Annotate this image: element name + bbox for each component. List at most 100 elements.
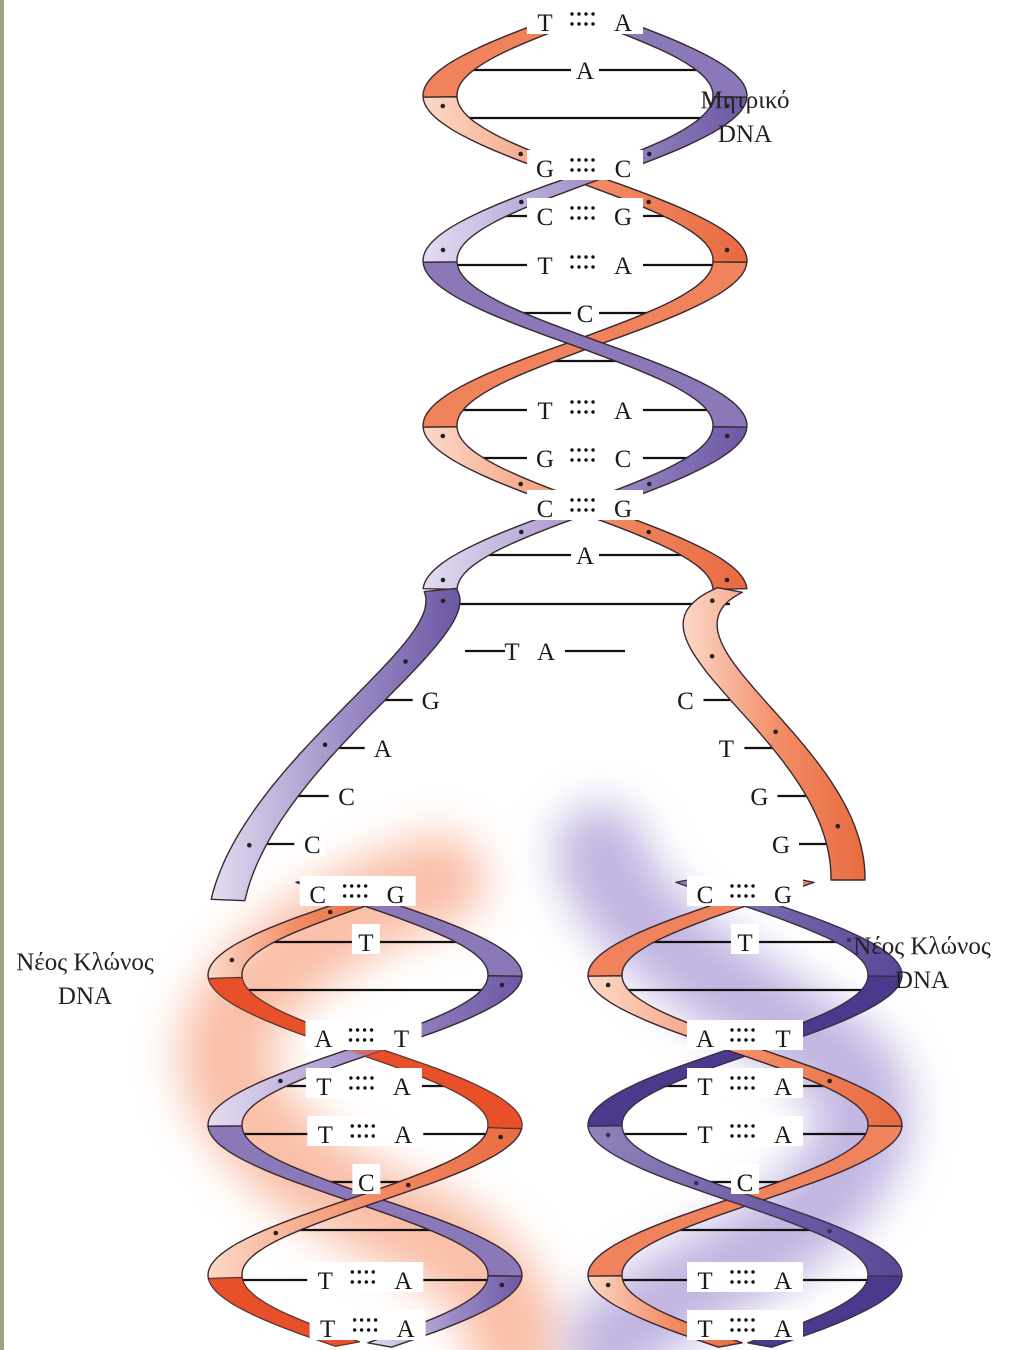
hydrogen-bond-dot [371, 1270, 376, 1274]
hydrogen-bond-dot [349, 894, 354, 898]
base-letter: T [316, 1074, 331, 1101]
base-letter: C [304, 832, 321, 859]
label-backdrop [746, 778, 773, 808]
label-backdrop [369, 730, 396, 760]
hydrogen-bond-dot [591, 158, 595, 162]
hydrogen-bond-dot [591, 265, 595, 269]
hydrogen-bond-dot [730, 1318, 734, 1322]
hydrogen-bond-dot [362, 1038, 367, 1042]
label-backdrop [767, 826, 794, 856]
hydrogen-bond-dot [577, 400, 581, 404]
phosphate-dot [499, 1282, 505, 1288]
phosphate-dot [440, 247, 446, 253]
new-left-label-line1: Νέος Κλώνος [16, 949, 154, 976]
hydrogen-bond-dot [577, 22, 581, 26]
hydrogen-bond-dot [591, 216, 595, 220]
right-lower-orange-strand-segment [587, 975, 903, 1127]
base-letter: T [697, 1316, 712, 1343]
base-letter: T [697, 1122, 712, 1149]
parent-label-line2: DNA [717, 121, 773, 148]
hydrogen-bond-dot [751, 1086, 755, 1090]
phosphate-dot [247, 842, 252, 848]
hydrogen-bond-dot [744, 1076, 748, 1080]
base-letter: T [697, 1268, 712, 1295]
hydrogen-bond-dot [364, 1134, 368, 1138]
label-backdrop [527, 247, 643, 277]
base-letter: A [774, 1074, 792, 1101]
phosphate-dot [724, 433, 730, 439]
base-letter: A [774, 1122, 792, 1149]
new-right-label-line2: DNA [894, 967, 950, 994]
hydrogen-bond-dot [373, 1328, 378, 1332]
hydrogen-bond-dot [364, 1124, 368, 1128]
phosphate-dot [518, 481, 523, 487]
hydrogen-bond-dot [584, 22, 588, 26]
phosphate-dot [646, 199, 651, 205]
label-backdrop [687, 1116, 803, 1146]
hydrogen-bond-dot [355, 1038, 360, 1042]
hydrogen-bond-dot [591, 22, 595, 26]
phosphate-dot [835, 823, 841, 829]
hydrogen-bond-dot [591, 508, 595, 512]
hydrogen-bond-dot [348, 1038, 353, 1042]
phosphate-dot [647, 481, 652, 487]
hydrogen-bond-dot [350, 1280, 355, 1284]
hydrogen-bond-dot [737, 1328, 741, 1332]
hydrogen-bond-dot [584, 508, 588, 512]
label-backdrop [351, 924, 380, 954]
hydrogen-bond-dot [584, 448, 588, 452]
hydrogen-bond-dot [737, 1124, 741, 1128]
hydrogen-bond-dot [737, 884, 741, 888]
label-backdrop [713, 730, 740, 760]
hydrogen-bond-dot [591, 12, 595, 16]
hydrogen-bond-dot [744, 1134, 748, 1138]
hydrogen-bond-dot [371, 1124, 375, 1128]
hydrogen-bond-dot [350, 1270, 355, 1274]
hydrogen-bond-dot [744, 1086, 748, 1090]
label-backdrop [571, 537, 599, 567]
new-left-label-line2: DNA [57, 983, 113, 1010]
hydrogen-bond-dot [577, 255, 581, 259]
base-letter: C [309, 882, 326, 909]
hydrogen-bond-dot [584, 458, 588, 462]
hydrogen-bond-dot [591, 206, 595, 210]
hydrogen-bond-dot [737, 1028, 741, 1032]
hydrogen-bond-dot [737, 1076, 741, 1080]
hydrogen-bond-dot [357, 1280, 362, 1284]
base-letter: C [737, 1170, 754, 1197]
base-letter: A [393, 1074, 411, 1101]
hydrogen-bond-dot [369, 1028, 374, 1032]
label-backdrop [571, 295, 599, 325]
base-letter: T [775, 1026, 790, 1053]
hydrogen-bond-dot [577, 458, 581, 462]
hydrogen-bond-dot [584, 206, 588, 210]
phosphate-dot [519, 199, 524, 205]
base-letter: T [318, 1268, 333, 1295]
hydrogen-bond-dot [577, 206, 581, 210]
base-letter: C [537, 204, 554, 231]
base-letter: G [536, 156, 554, 183]
hydrogen-bond-dot [751, 1076, 755, 1080]
hydrogen-bond-dot [730, 1086, 734, 1090]
phosphate-dot [773, 729, 778, 735]
base-letter: A [397, 1316, 415, 1343]
hydrogen-bond-dot [751, 1328, 755, 1332]
hydrogen-bond-dot [737, 1270, 741, 1274]
phosphate-dot [605, 982, 611, 988]
label-backdrop [299, 876, 416, 906]
hydrogen-bond-dot [364, 1280, 369, 1284]
new-strand-left-label: Νέος Κλώνος DNA [0, 946, 170, 1014]
hydrogen-bond-dot [584, 265, 588, 269]
hydrogen-bond-dot [751, 1028, 755, 1032]
hydrogen-bond-dot [355, 1028, 360, 1032]
base-letter: T [719, 736, 734, 763]
base-letter: C [338, 784, 355, 811]
base-letter: T [537, 253, 552, 280]
base-letter: T [320, 1316, 335, 1343]
base-letter: A [394, 1122, 412, 1149]
hydrogen-bond-dot [370, 1086, 374, 1090]
label-backdrop [305, 1068, 422, 1098]
hydrogen-bond-dot [591, 400, 595, 404]
hydrogen-bond-dot [584, 498, 588, 502]
